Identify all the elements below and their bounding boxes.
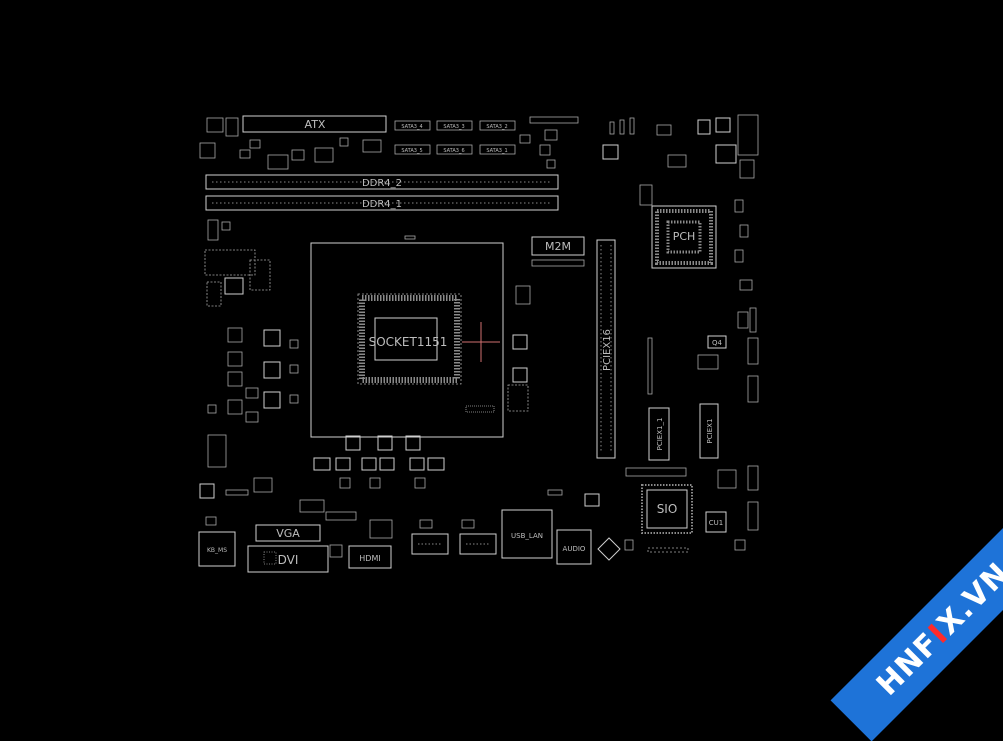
- sata-label-1: SATA3_4: [401, 124, 422, 130]
- sata-label-4: SATA3_5: [401, 148, 422, 154]
- sata-label-3: SATA3_2: [486, 124, 507, 130]
- sio-label: SIO: [657, 502, 678, 516]
- ddr4-slot-2[interactable]: DDR4_2: [205, 174, 559, 190]
- kb-ms-port[interactable]: KB_MS: [198, 483, 236, 567]
- pch-chip[interactable]: PCH: [651, 205, 717, 269]
- cpu-socket-label: SOCKET1151: [369, 335, 448, 349]
- hdmi-port[interactable]: HDMI: [348, 519, 393, 569]
- vga-label: VGA: [276, 527, 300, 540]
- ddr4-slot-1[interactable]: DDR4_1: [205, 195, 559, 211]
- audio-port[interactable]: AUDIO: [556, 493, 621, 565]
- pciex16-slot[interactable]: PCIEX16: [596, 239, 616, 459]
- sata-ports[interactable]: SATA3_4 SATA3_3 SATA3_2 SATA3_5 SATA3_6 …: [394, 120, 516, 155]
- pch-label: PCH: [673, 230, 696, 243]
- ddr4-2-label: DDR4_2: [362, 178, 402, 189]
- dvi-port[interactable]: DVI: [247, 545, 329, 573]
- sio-chip[interactable]: SIO: [641, 484, 693, 534]
- q4-label: Q4: [712, 339, 723, 347]
- atx-label: ATX: [305, 118, 326, 131]
- board-top-edge: [199, 117, 239, 159]
- vrm-components: [204, 219, 299, 468]
- usb-lan-label: USB_LAN: [511, 532, 543, 540]
- usb-lan-port[interactable]: USB_LAN: [501, 509, 553, 559]
- atx-connector[interactable]: ATX: [242, 115, 387, 133]
- cpu-right-parts: [507, 285, 531, 412]
- ddr4-1-label: DDR4_1: [362, 199, 402, 210]
- pciex1-slot-2[interactable]: PCIEX1: [699, 403, 719, 459]
- sata-label-6: SATA3_1: [486, 148, 507, 154]
- pciex1-1-label: PCIEX1_1: [656, 418, 664, 451]
- kb-ms-label: KB_MS: [207, 547, 227, 554]
- cpu-socket[interactable]: SOCKET1151: [310, 235, 504, 438]
- q4-chip: Q4: [647, 335, 759, 403]
- bottom-small-parts: [205, 477, 746, 558]
- sata-label-5: SATA3_6: [443, 148, 464, 154]
- audio-label: AUDIO: [563, 545, 586, 553]
- pciex1-slot-1[interactable]: PCIEX1_1: [648, 407, 670, 461]
- m2m-label: M2M: [545, 240, 571, 253]
- pciex16-label: PCIEX16: [602, 329, 613, 371]
- top-small-parts: [239, 116, 579, 170]
- cu1-chip: CU1: [625, 465, 759, 533]
- m2m-connector[interactable]: M2M: [531, 236, 585, 267]
- vga-port[interactable]: VGA: [255, 524, 321, 542]
- pciex1-2-label: PCIEX1: [706, 419, 714, 444]
- cu1-label: CU1: [709, 519, 723, 527]
- sata-label-2: SATA3_3: [443, 124, 464, 130]
- usb-headers[interactable]: [411, 533, 497, 555]
- right-top-parts: [602, 114, 759, 333]
- hdmi-label: HDMI: [359, 554, 380, 563]
- cpu-capacitors: [313, 435, 445, 489]
- motherboard-layout: ATX SATA3_4 SATA3_3 SATA3_2 SATA3_5 SATA…: [198, 114, 759, 573]
- dvi-label: DVI: [278, 553, 299, 567]
